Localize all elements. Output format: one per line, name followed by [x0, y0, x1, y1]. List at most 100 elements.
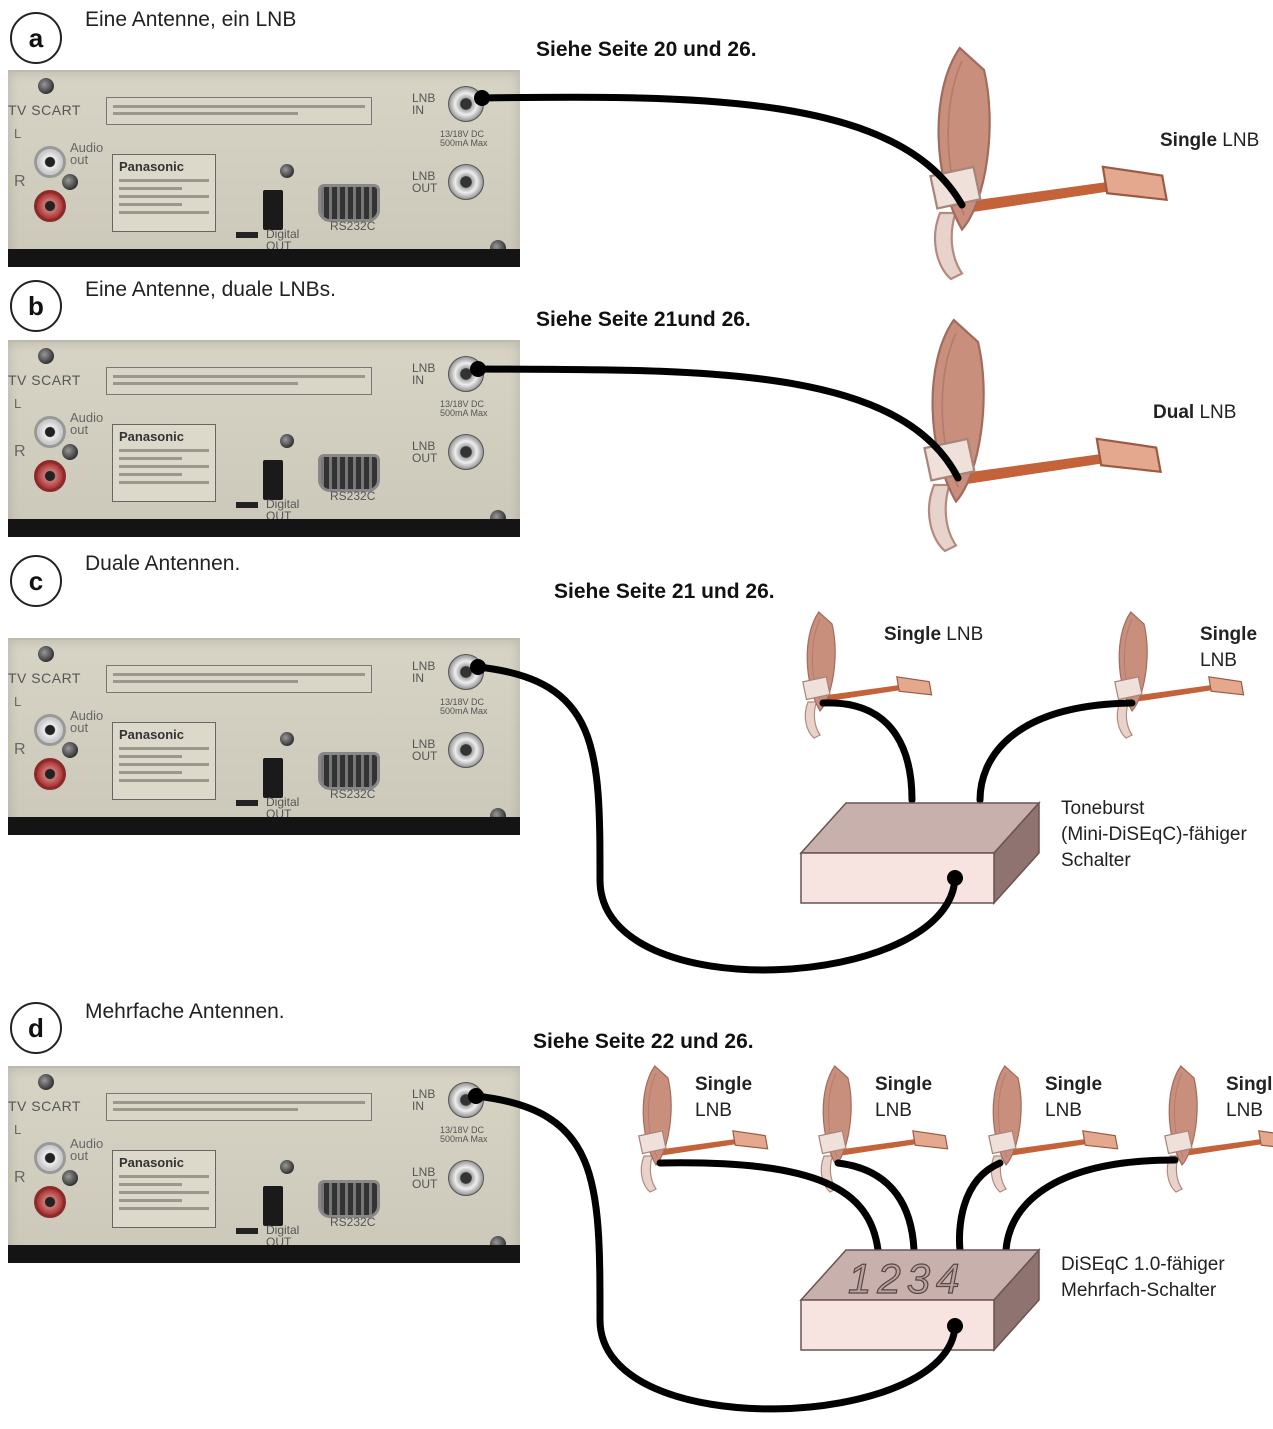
rs232c-port	[318, 752, 380, 790]
receiver-base	[8, 249, 520, 267]
screw-icon	[62, 1170, 78, 1186]
digital-out-port	[263, 1186, 283, 1226]
coax-cable	[1002, 1156, 1179, 1254]
screw-icon	[280, 434, 294, 448]
lnb-label: Single LNB	[1160, 130, 1260, 151]
section-title: Mehrfache Antennen.	[85, 1000, 285, 1023]
audio-out-right-jack	[34, 190, 66, 222]
coax-cable	[474, 663, 959, 974]
audio-out-left-jack	[34, 416, 66, 448]
right-channel-label: R	[14, 173, 26, 190]
switch-port-numbers: 1234	[848, 1255, 965, 1302]
label-plate	[106, 97, 372, 125]
receiver-base	[8, 1245, 520, 1263]
screw-icon	[38, 348, 54, 364]
audio-out-right-jack	[34, 460, 66, 492]
label-plate	[106, 1093, 372, 1121]
satellite-dish-icon	[988, 1065, 1119, 1193]
page-reference: Siehe Seite 20 und 26.	[536, 38, 757, 61]
button-icon	[236, 232, 258, 238]
cable-plug-icon	[947, 870, 963, 886]
brand-label: Panasonic	[119, 429, 185, 444]
satellite-dish-icon	[818, 1065, 949, 1193]
page-reference: Siehe Seite 22 und 26.	[533, 1030, 754, 1053]
screw-icon	[38, 646, 54, 662]
rs232c-port	[318, 1180, 380, 1218]
coax-cable	[656, 1159, 882, 1254]
section-badge: a	[10, 12, 62, 64]
rs232c-label: RS232C	[330, 489, 376, 503]
model-info-plate: Panasonic	[112, 722, 216, 800]
coax-cable	[819, 699, 916, 804]
cable-plug-icon	[470, 361, 486, 377]
digital-out-port	[263, 460, 283, 500]
cable-plug-icon	[947, 1318, 963, 1334]
screw-icon	[62, 174, 78, 190]
cable-plug-icon	[468, 1088, 484, 1104]
coax-cable	[976, 699, 1136, 804]
cable-plug-icon	[470, 659, 486, 675]
rs232c-port	[318, 454, 380, 492]
button-icon	[236, 800, 258, 806]
audio-out-left-jack	[34, 146, 66, 178]
model-info-plate: Panasonic	[112, 154, 216, 232]
brand-label: Panasonic	[119, 1155, 185, 1170]
section-title: Eine Antenne, duale LNBs.	[85, 278, 337, 301]
lnb-label: Single LNB	[1200, 624, 1258, 671]
receiver-base	[8, 817, 520, 835]
coax-cable	[478, 93, 966, 209]
satellite-dish-icon	[1114, 611, 1245, 739]
satellite-dish-icon	[638, 1065, 769, 1193]
lnb-out-connector	[448, 732, 484, 768]
model-info-plate: Panasonic	[112, 424, 216, 502]
audio-out-right-jack	[34, 758, 66, 790]
left-channel-label: L	[14, 396, 22, 411]
section-title: Eine Antenne, ein LNB	[85, 8, 297, 31]
screw-icon	[280, 1160, 294, 1174]
satellite-dish-icon	[923, 318, 1162, 553]
coax-cable	[472, 1092, 959, 1413]
rs232c-label: RS232C	[330, 219, 376, 233]
coax-cable	[474, 365, 962, 482]
left-channel-label: L	[14, 694, 22, 709]
lnb-label: Single LNB	[884, 624, 984, 645]
right-channel-label: R	[14, 741, 26, 758]
audio-out-right-jack	[34, 1186, 66, 1218]
screw-icon	[38, 1074, 54, 1090]
brand-label: Panasonic	[119, 159, 185, 174]
toneburst-switch	[799, 801, 1041, 905]
lnb-out-connector	[448, 434, 484, 470]
scart-label: TV SCART	[8, 1098, 81, 1114]
coax-cable	[956, 1159, 1004, 1254]
receiver-base	[8, 519, 520, 537]
section-badge: b	[10, 280, 62, 332]
scart-label: TV SCART	[8, 670, 81, 686]
button-icon	[236, 502, 258, 508]
screw-icon	[62, 444, 78, 460]
digital-out-port	[263, 758, 283, 798]
button-icon	[236, 1228, 258, 1234]
lnb-out-connector	[448, 164, 484, 200]
rs232c-label: RS232C	[330, 787, 376, 801]
section-badge: d	[10, 1002, 62, 1054]
